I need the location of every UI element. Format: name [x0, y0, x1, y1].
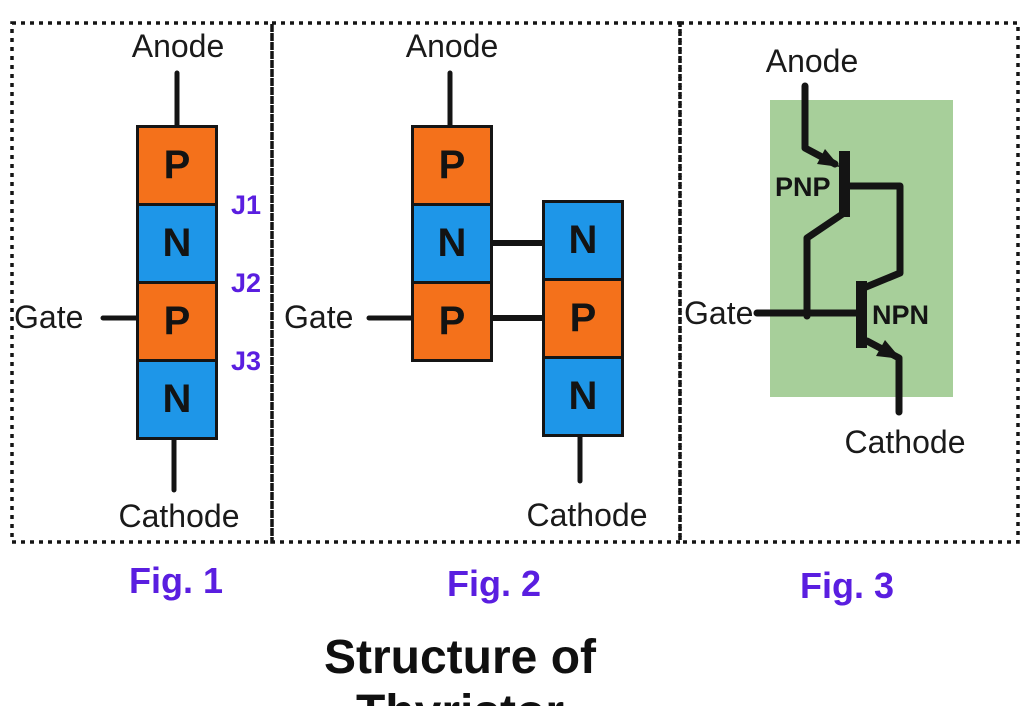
pnp-transistor-label: PNP: [775, 172, 831, 202]
fig2-right-layer-n2: N: [542, 356, 624, 437]
pnp-emitter-arrow-icon: [817, 149, 840, 167]
npn-emitter-arrow-icon: [876, 340, 901, 359]
fig2-right-p1-letter: P: [569, 296, 597, 340]
fig2-caption: Fig. 2: [446, 563, 542, 604]
fig2-left-layer-p2: P: [411, 281, 493, 362]
junction-label-j1: J1: [230, 190, 262, 220]
fig3-shaded-region: [770, 100, 953, 397]
pnp-collector-wire: [803, 209, 848, 320]
fig2-gate-label: Gate: [284, 299, 354, 335]
fig1-cathode-label: Cathode: [118, 498, 240, 534]
fig3-panel-border: [678, 21, 1020, 544]
fig1-layer-n2: N: [136, 359, 218, 440]
fig2-right-layer-p1: P: [542, 278, 624, 359]
fig2-right-n1-letter: N: [568, 218, 598, 262]
fig3-caption: Fig. 3: [799, 565, 895, 606]
fig1-layer-n1-letter: N: [162, 221, 192, 265]
fig1-caption: Fig. 1: [128, 560, 224, 601]
fig2-left-layer-n1: N: [411, 203, 493, 284]
title-area: Structure of Thyristor: [228, 630, 692, 706]
fig1-layer-n2-letter: N: [162, 377, 192, 421]
fig2-anode-label: Anode: [405, 28, 499, 64]
fig2-left-n1-letter: N: [437, 221, 467, 265]
junction-label-j2: J2: [230, 268, 262, 298]
pnp-base-bar: [839, 151, 850, 217]
pnp-base-npn-collector-wire: [846, 182, 904, 291]
fig2-right-n2-letter: N: [568, 374, 598, 418]
fig2-cathode-label: Cathode: [526, 497, 648, 533]
diagram-title: Structure of Thyristor: [228, 630, 692, 706]
fig3-gate-label: Gate: [684, 295, 754, 331]
fig2-left-layer-p1: P: [411, 125, 493, 206]
fig1-panel-border: [10, 21, 274, 544]
fig1-layer-n1: N: [136, 203, 218, 284]
fig3-anode-label: Anode: [765, 43, 859, 79]
fig3-cathode-label: Cathode: [844, 424, 966, 460]
fig1-gate-label: Gate: [14, 299, 84, 335]
fig2-left-p2-letter: P: [438, 299, 466, 343]
junction-label-j3: J3: [230, 346, 262, 376]
fig1-layer-p2: P: [136, 281, 218, 362]
fig1-layer-p1: P: [136, 125, 218, 206]
fig1-layer-p1-letter: P: [163, 143, 191, 187]
npn-transistor-label: NPN: [872, 300, 930, 330]
fig2-panel-border: [270, 21, 682, 544]
fig2-left-p1-letter: P: [438, 143, 466, 187]
fig1-anode-label: Anode: [131, 28, 225, 64]
npn-base-bar: [856, 281, 867, 348]
fig1-layer-p2-letter: P: [163, 299, 191, 343]
fig2-right-layer-n1: N: [542, 200, 624, 281]
